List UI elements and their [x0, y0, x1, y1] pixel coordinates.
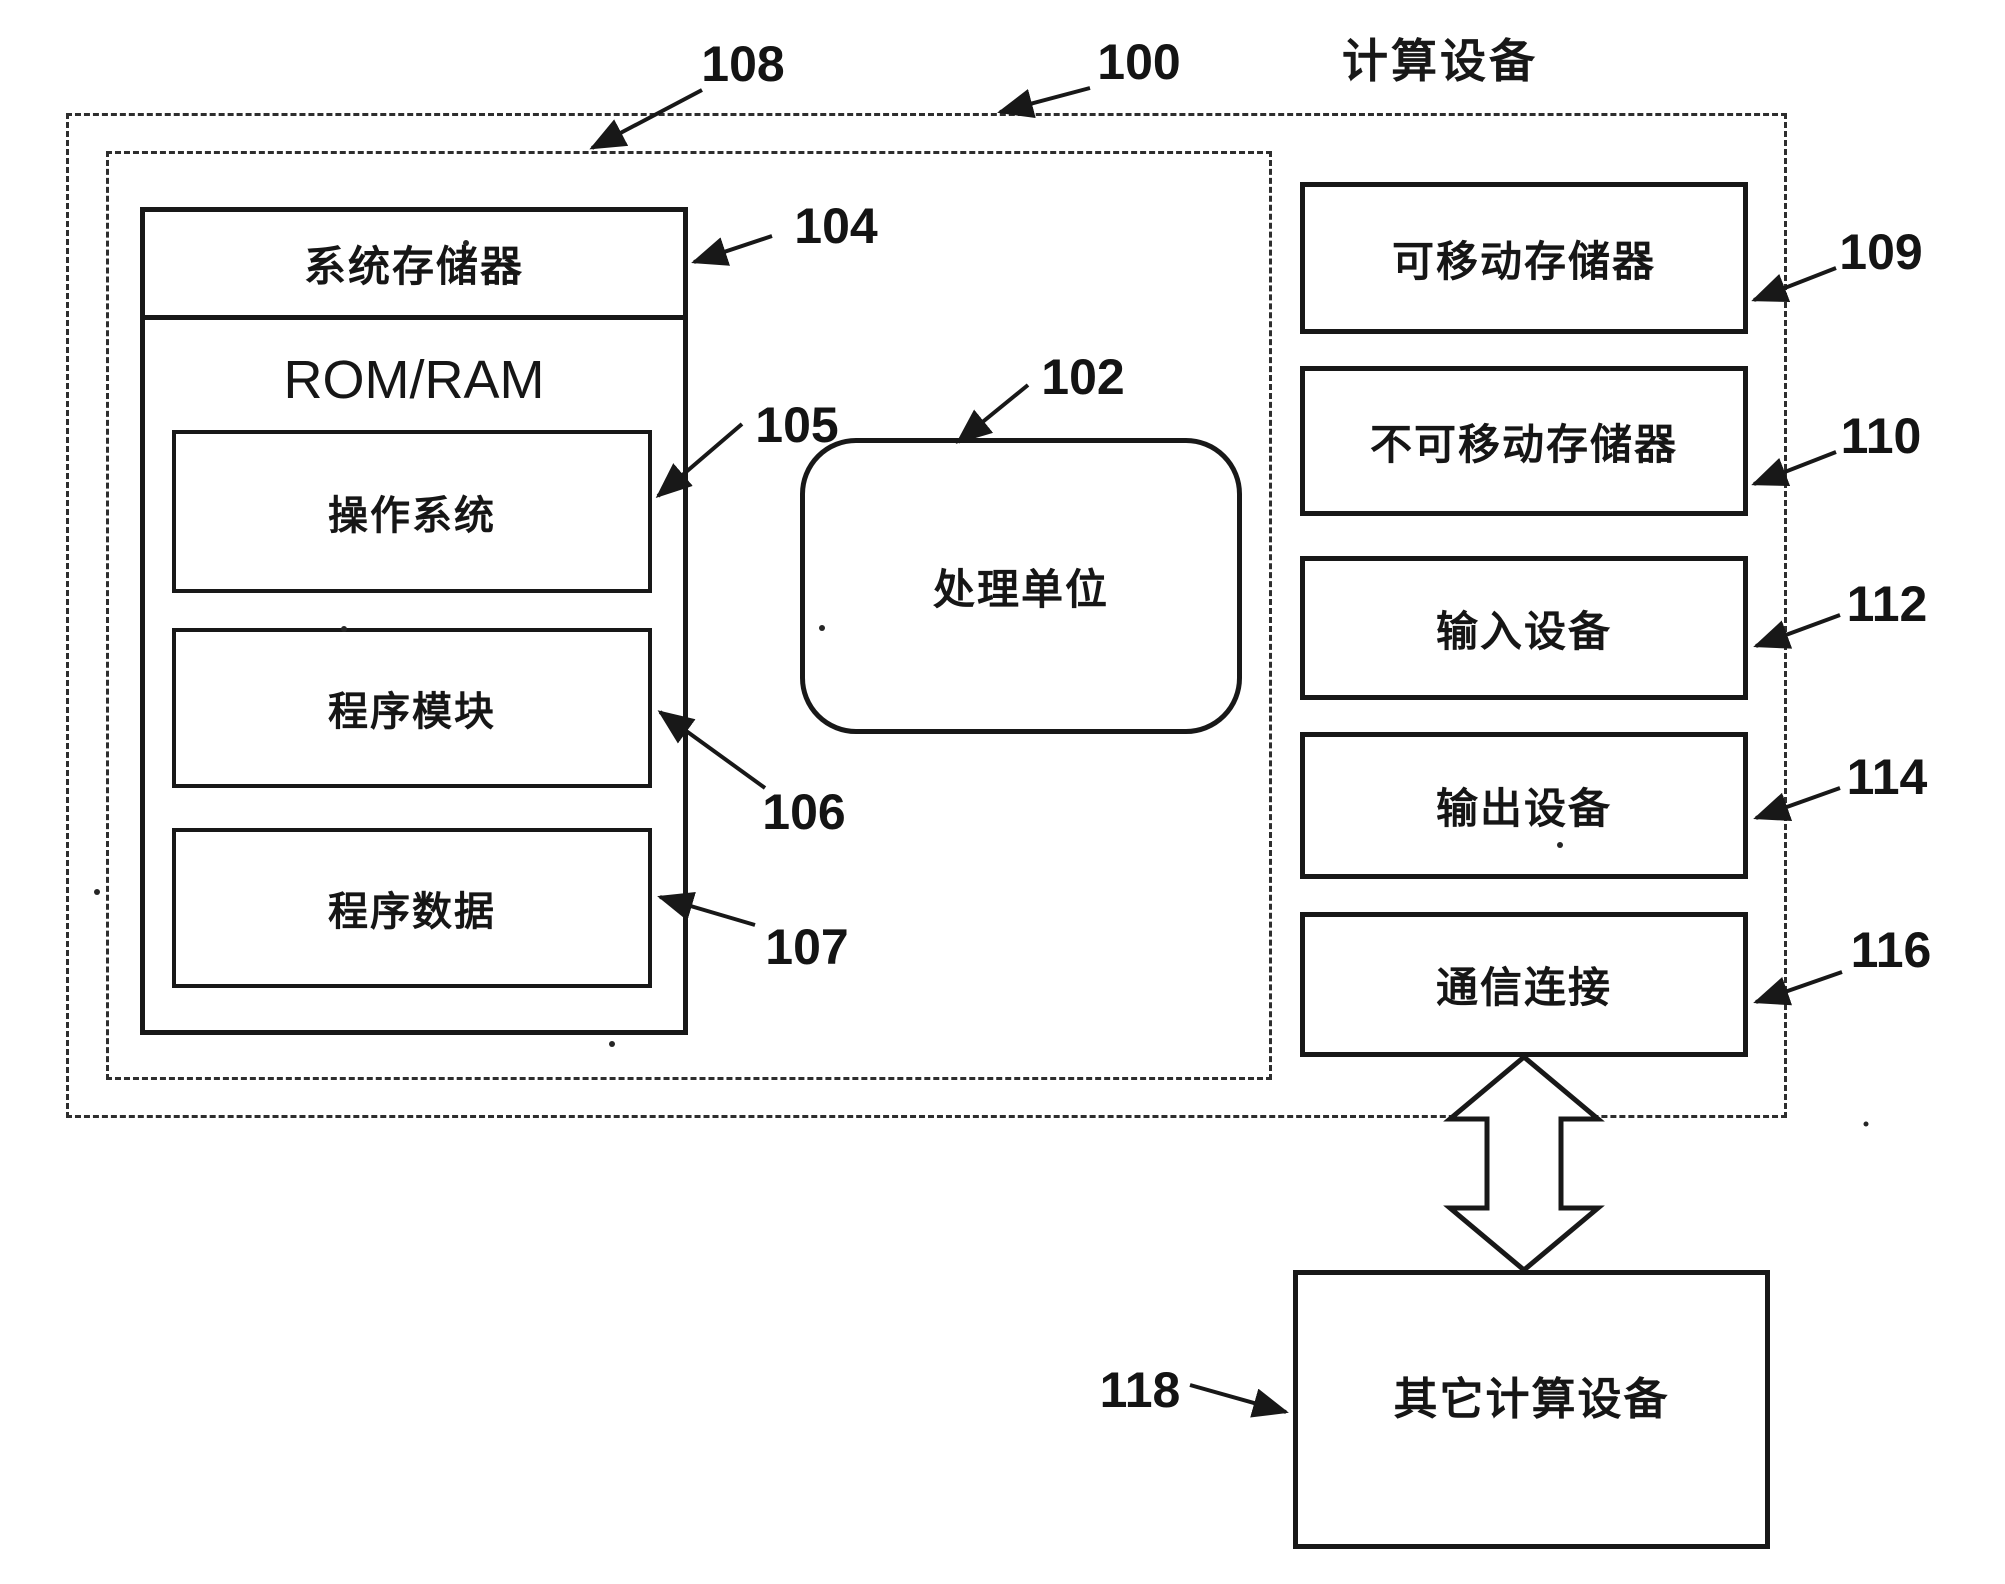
other-computing-devices-box: 其它计算设备 [1293, 1270, 1770, 1549]
ref-label-102: 102 [1041, 349, 1125, 405]
processing-unit-box: 处理单位 [800, 438, 1242, 734]
inner-enclosure [106, 151, 1272, 1080]
figure-title: 计算设备 [1342, 35, 1538, 87]
ref-label-107: 107 [765, 919, 849, 975]
ref-label-105: 105 [755, 397, 839, 453]
ref-label-108: 108 [701, 36, 785, 92]
system-memory-label: 系统存储器 [303, 243, 524, 290]
removable-storage-label: 可移动存储器 [1391, 237, 1656, 285]
non-removable-storage-label: 不可移动存储器 [1369, 420, 1678, 468]
ref-label-104: 104 [794, 198, 878, 254]
system-memory-header: 系统存储器 [145, 212, 683, 320]
program-data-box: 程序数据 [172, 828, 652, 988]
ref-label-106: 106 [762, 784, 846, 840]
ref-label-114: 114 [1846, 749, 1928, 805]
rom-ram-label: ROM/RAM [283, 350, 545, 410]
operating-system-box: 操作系统 [172, 430, 652, 593]
non-removable-storage-box: 不可移动存储器 [1300, 366, 1748, 516]
processing-unit-label: 处理单位 [932, 565, 1109, 613]
ref-label-112: 112 [1846, 576, 1928, 632]
ref-label-110: 110 [1840, 408, 1922, 464]
output-devices-label: 输出设备 [1435, 785, 1612, 832]
program-modules-box: 程序模块 [172, 628, 652, 788]
ref-label-100: 100 [1097, 34, 1181, 90]
communication-connections-box: 通信连接 [1300, 912, 1748, 1057]
leader-118 [1189, 1383, 1289, 1418]
communication-connections-label: 通信连接 [1435, 964, 1612, 1011]
ref-label-118: 118 [1099, 1362, 1181, 1418]
leader-100 [997, 86, 1091, 118]
ref-label-116: 116 [1850, 922, 1932, 978]
input-devices-label: 输入设备 [1435, 607, 1612, 655]
removable-storage-box: 可移动存储器 [1300, 182, 1748, 334]
program-modules-label: 程序模块 [328, 690, 496, 734]
ref-label-109: 109 [1839, 224, 1923, 280]
output-devices-box: 输出设备 [1300, 732, 1748, 879]
program-data-label: 程序数据 [328, 890, 496, 934]
other-computing-devices-label: 其它计算设备 [1393, 1375, 1670, 1424]
input-devices-box: 输入设备 [1300, 556, 1748, 700]
operating-system-label: 操作系统 [328, 493, 496, 538]
